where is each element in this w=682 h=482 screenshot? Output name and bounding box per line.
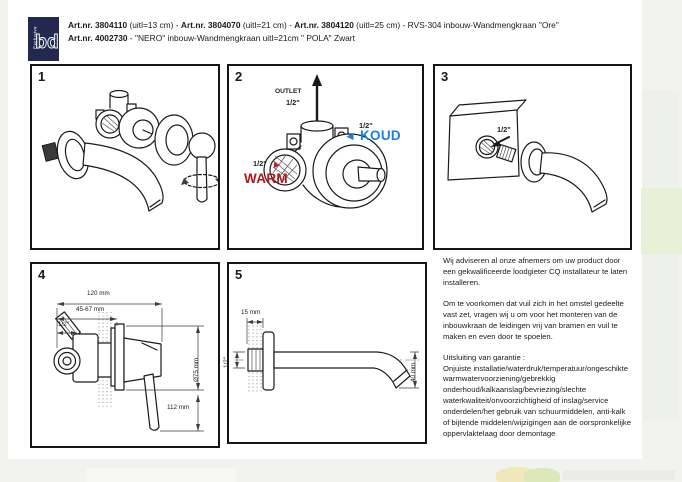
dim-flange-diameter: Ø75 mm [193,357,200,382]
cold-arrow-icon: ◄ [344,129,356,143]
installation-notes: Wij adviseren al onze afnemers om uw pro… [443,256,633,450]
artnr-1: Art.nr. 3804110 [68,20,128,30]
dim-wall-thickness: 15 mm [241,309,261,316]
connection-arrow [490,141,501,147]
cold-size-label: 1/2" [359,121,373,130]
dim-handle-length: 112 mm [167,404,190,411]
note-installer-advice: Wij adviseren al onze afnemers om uw pro… [443,256,628,287]
valve-dimension-drawing [53,302,204,432]
outlet-arrow-up [312,74,322,86]
artnr-4-spec: - "NERO" inbouw-Wandmengkraan uitl=21cm … [127,33,355,43]
panel-5-spout-dimensions: 5 15 mm 1/2" 40 mm [223,262,427,444]
panel-1-exploded-view: 1 [30,64,220,250]
scan-artifact-logo-blob [524,468,560,482]
artnr-4: Art.nr. 4002730 [68,33,128,43]
panel-2-valve-connections: 2 OUTLET 1/2" 1/2" ◄ KOUD 1/2" ► WARM [227,64,424,250]
warm-size-label: 1/2" [253,159,267,168]
spout-dimension-drawing [233,318,421,394]
outlet-label: OUTLET [275,88,302,95]
panel-5-number: 5 [235,267,243,282]
artnr-3: Art.nr. 3804120 [294,20,354,30]
header-line-1: Art.nr. 3804110 (uitl=13 cm) - Art.nr. 3… [68,19,559,32]
scan-artifact-green [641,188,682,254]
dim-depth-total: 120 mm [87,290,110,297]
dim-depth-range: 45-67 mm [76,306,105,313]
panel-4-number: 4 [38,267,46,282]
artnr-1-spec: (uitl=13 cm) - [127,20,181,30]
dim-spout-drop: 40 mm [410,362,417,382]
header-line-2: Art.nr. 4002730 - "NERO" inbouw-Wandmeng… [68,32,559,45]
header-article-lines: Art.nr. 3804110 (uitl=13 cm) - Art.nr. 3… [68,19,559,45]
dim-thread-size: 1/2" [58,321,69,328]
artnr-3-spec: (uitl=25 cm) - RVS-304 inbouw-Wandmengkr… [353,20,559,30]
scan-artifact [86,468,236,482]
panel-4-valve-dimensions: 4 120 mm 45-67 mm 1/2" Ø75 mm 112 mm [30,262,220,448]
brand-logo-monogram: bd [36,32,58,54]
artnr-2-spec: (uitl=21 cm) - [240,20,295,30]
scan-artifact [643,90,679,420]
warm-arrow-icon: ► [272,160,282,171]
valve-connections-drawing [263,74,388,209]
dim-thread-size: 1/2" [223,357,230,368]
warranty-exclusion-body: Onjuiste installatie/waterdruk/temperatu… [443,363,632,439]
panel-1-number: 1 [38,69,46,84]
scan-artifact [563,470,675,480]
artnr-2: Art.nr. 3804070 [180,20,241,30]
panel-3-spout-mounting: 3 1/2" [433,64,632,250]
note-flush-pipes: Om te voorkomen dat vuil zich in het oms… [443,298,624,341]
warranty-exclusion-title: Uitsluiting van garantie : [443,352,526,362]
connection-size-label: 1/2" [497,125,511,134]
cold-label: KOUD [360,128,401,143]
exploded-view-drawing [41,89,218,212]
brand-logo: Exclusive bd [28,17,59,61]
panel-3-number: 3 [441,69,449,84]
panel-2-number: 2 [235,69,243,84]
brand-monogram-text: bd [36,32,58,53]
spout-mounting-drawing [447,99,608,213]
warm-label: WARM [244,171,288,186]
outlet-size-label: 1/2" [286,98,300,107]
